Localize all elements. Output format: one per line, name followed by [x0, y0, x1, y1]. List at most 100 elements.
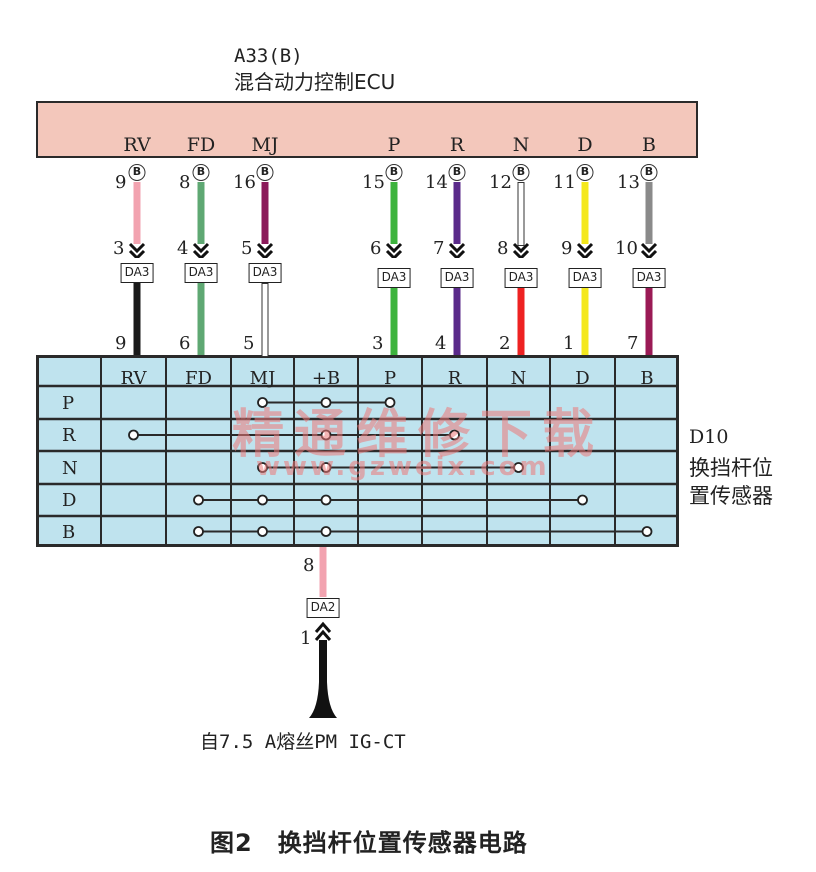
ecu-pin-label: MJ — [251, 134, 279, 156]
connector-da3: DA3 — [184, 263, 218, 283]
connector-b-icon: B — [256, 164, 274, 181]
ecu-pin-label: R — [449, 134, 465, 156]
sensor-pin-number: 5 — [243, 333, 255, 354]
connector-chevron-icon — [385, 242, 403, 258]
connector-b-icon: B — [128, 164, 146, 181]
connector-da3: DA3 — [120, 263, 154, 283]
ecu-pin-label: B — [642, 134, 656, 156]
connector-b-icon: B — [512, 164, 530, 181]
sensor-pin-number: 3 — [372, 333, 384, 354]
supply-label: 自7.5 A熔丝PM IG-CT — [200, 731, 406, 753]
connector-chevron-icon — [192, 242, 210, 258]
ecu-wire-upper — [517, 182, 525, 246]
ecu-wire-upper — [581, 182, 589, 244]
ecu-conn-number: 7 — [433, 238, 445, 259]
sensor-pin-number: 9 — [115, 333, 127, 354]
connector-da3: DA3 — [632, 268, 666, 288]
connector-b-icon: B — [192, 164, 210, 181]
ecu-pin-number: 14 — [425, 172, 448, 193]
ecu-conn-number: 10 — [615, 238, 638, 259]
sensor-pin-number: 6 — [179, 333, 191, 354]
ecu-pin-number: 13 — [617, 172, 640, 193]
ecu-wire-lower — [133, 283, 141, 355]
connector-b-icon: B — [576, 164, 594, 181]
sensor-name-line-2: 置传感器 — [689, 484, 773, 508]
sensor-column-header: D — [575, 368, 590, 389]
watermark-text: 精通维修下载 — [232, 405, 605, 465]
ecu-pin-number: 11 — [553, 172, 576, 193]
ecu-pin-number: 16 — [233, 172, 256, 193]
sensor-pin-number: 4 — [435, 333, 447, 354]
connector-chevron-icon — [640, 242, 658, 258]
sensor-row-label: B — [62, 521, 76, 543]
connector-da3: DA3 — [377, 268, 411, 288]
sensor-name-line-1: 换挡杆位 — [689, 456, 773, 480]
ecu-pin-label: P — [387, 134, 401, 156]
sensor-column-header: MJ — [249, 368, 276, 389]
sensor-column-header: FD — [185, 368, 212, 389]
supply-arrow-icon — [309, 621, 337, 718]
sensor-row-label: D — [62, 490, 77, 511]
sensor-column-header: B — [640, 368, 654, 389]
ecu-wire-lower — [390, 288, 398, 355]
sensor-row-label: P — [62, 392, 75, 414]
sensor-column-header: RV — [120, 368, 147, 389]
ecu-pin-label: D — [577, 134, 593, 156]
ecu-pin-number: 15 — [362, 172, 385, 193]
ecu-wire-lower — [581, 288, 589, 355]
connector-da3: DA3 — [504, 268, 538, 288]
ecu-wire-upper — [453, 182, 461, 244]
connector-b-icon: B — [640, 164, 658, 181]
connector-da3: DA3 — [440, 268, 474, 288]
sensor-ref: D10 — [689, 426, 729, 448]
supply-connector-da2: DA2 — [306, 598, 340, 618]
ecu-conn-number: 5 — [241, 238, 253, 259]
ecu-name: 混合动力控制ECU — [234, 70, 396, 94]
sensor-column-header: P — [383, 368, 397, 389]
ecu-wire-upper — [133, 182, 141, 244]
ecu-wire-upper — [261, 182, 269, 244]
ecu-wire-upper — [197, 182, 205, 244]
watermark-url: www.gzweix.com — [256, 452, 550, 482]
supply-wire-upper — [319, 547, 327, 597]
ecu-pin-number: 9 — [115, 172, 127, 193]
ecu-block — [36, 101, 698, 158]
sensor-column-header: N — [510, 368, 527, 389]
ecu-conn-number: 9 — [561, 238, 573, 259]
sensor-row-label: R — [62, 425, 76, 446]
ecu-pin-label: FD — [186, 134, 216, 156]
ecu-conn-number: 4 — [177, 238, 189, 259]
ecu-ref: A33(B) — [234, 45, 303, 67]
sensor-column-header: +B — [311, 368, 341, 389]
connector-b-icon: B — [448, 164, 466, 181]
ecu-wire-lower — [197, 283, 205, 355]
sensor-row-label: N — [62, 457, 78, 479]
sensor-pin-number: 7 — [627, 333, 639, 354]
ecu-wire-lower — [517, 288, 525, 355]
ecu-pin-label: RV — [123, 134, 151, 156]
figure-caption: 图2 换挡杆位置传感器电路 — [210, 829, 528, 857]
connector-chevron-icon — [256, 242, 274, 258]
ecu-wire-lower — [453, 288, 461, 355]
connector-chevron-icon — [128, 242, 146, 258]
connector-da3: DA3 — [248, 263, 282, 283]
ecu-wire-upper — [645, 182, 653, 244]
supply-pin-number: 8 — [303, 555, 315, 576]
connector-chevron-icon — [448, 242, 466, 258]
ecu-wire-upper — [390, 182, 398, 244]
ecu-conn-number: 6 — [370, 238, 382, 259]
connector-da3: DA3 — [568, 268, 602, 288]
ecu-pin-number: 12 — [489, 172, 512, 193]
sensor-pin-number: 1 — [563, 333, 575, 354]
connector-b-icon: B — [385, 164, 403, 181]
ecu-pin-number: 8 — [179, 172, 191, 193]
connector-chevron-icon — [576, 242, 594, 258]
connector-chevron-icon — [512, 242, 530, 258]
ecu-wire-lower — [261, 283, 269, 357]
supply-conn-number: 1 — [300, 628, 312, 649]
sensor-pin-number: 2 — [499, 333, 511, 354]
ecu-pin-label: N — [512, 134, 530, 156]
ecu-conn-number: 3 — [113, 238, 125, 259]
sensor-column-header: R — [447, 368, 462, 389]
ecu-wire-lower — [645, 288, 653, 355]
